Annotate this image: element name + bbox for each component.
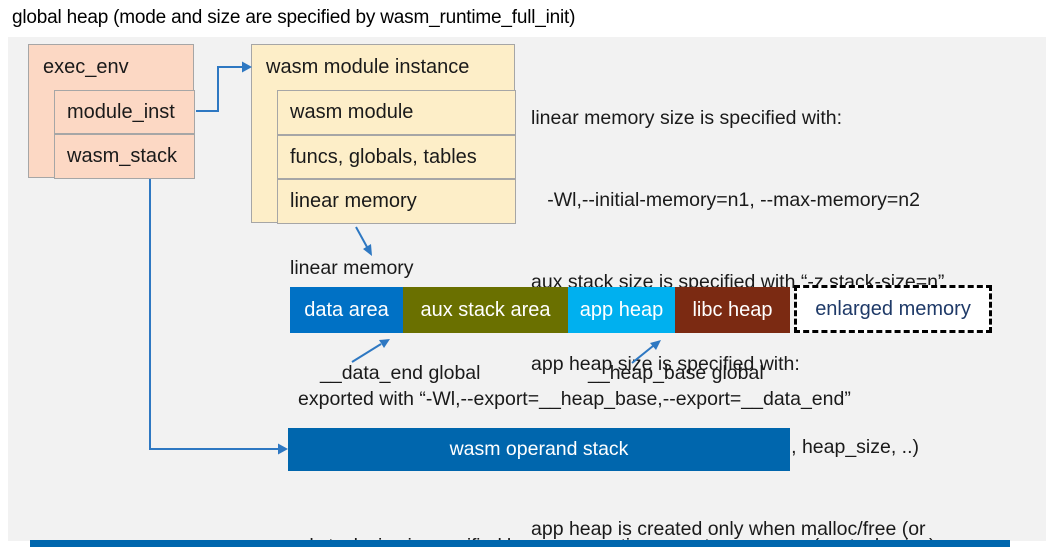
module-instance-header: wasm module instance	[266, 56, 470, 78]
diagram-title: global heap (mode and size are specified…	[12, 7, 576, 28]
export-flags-label: exported with “-Wl,--export=__heap_base,…	[298, 388, 851, 410]
note-line: app heap size is specified with:	[531, 353, 800, 376]
heap-base-global-label: __heap_base global	[588, 362, 764, 384]
linear-memory-label: linear memory	[290, 257, 414, 279]
operand-stack-notes: wasm operand stack size is specified by …	[188, 480, 935, 547]
data-end-global-label: __data_end global	[320, 362, 481, 384]
exec-env-row-module-inst: module_inst	[54, 90, 195, 134]
exec-env-row-label: module_inst	[67, 100, 175, 123]
segment-aux-stack-area: aux stack area	[403, 287, 568, 333]
segment-libc-heap: libc heap	[675, 287, 790, 333]
module-instance-row-label: funcs, globals, tables	[290, 145, 477, 168]
module-instance-row-label: linear memory	[290, 190, 417, 212]
exec-env-header: exec_env	[43, 56, 129, 78]
exec-env-box: exec_env module_inst wasm_stack	[28, 44, 195, 179]
segment-app-heap: app heap	[568, 287, 675, 333]
wasm-operand-stack-bar: wasm operand stack	[288, 428, 790, 471]
module-instance-box: wasm module instance wasm module funcs, …	[251, 44, 516, 224]
segment-enlarged-memory: enlarged memory	[794, 285, 992, 333]
segment-label: enlarged memory	[815, 297, 971, 320]
note-line: -Wl,--initial-memory=n1, --max-memory=n2	[531, 189, 920, 212]
segment-label: aux stack area	[420, 298, 551, 321]
segment-label: app heap	[579, 298, 664, 321]
module-instance-row-funcs-globals-tables: funcs, globals, tables	[277, 135, 516, 179]
segment-label: data area	[304, 298, 389, 321]
segment-data-area: data area	[290, 287, 403, 333]
segment-label: libc heap	[692, 298, 773, 321]
exec-env-row-label: wasm_stack	[67, 145, 178, 167]
note-line: app heap is created only when malloc/fre…	[531, 517, 926, 540]
wasm-operand-stack-label: wasm operand stack	[449, 438, 629, 460]
exec-env-row-wasm-stack: wasm_stack	[54, 134, 195, 179]
module-instance-row-label: wasm module	[290, 101, 414, 123]
module-instance-row-linear-memory: linear memory	[277, 179, 516, 224]
cropped-bottom-bar	[30, 540, 1010, 547]
module-instance-row-wasm-module: wasm module	[277, 90, 516, 135]
note-line: linear memory size is specified with:	[531, 106, 843, 129]
